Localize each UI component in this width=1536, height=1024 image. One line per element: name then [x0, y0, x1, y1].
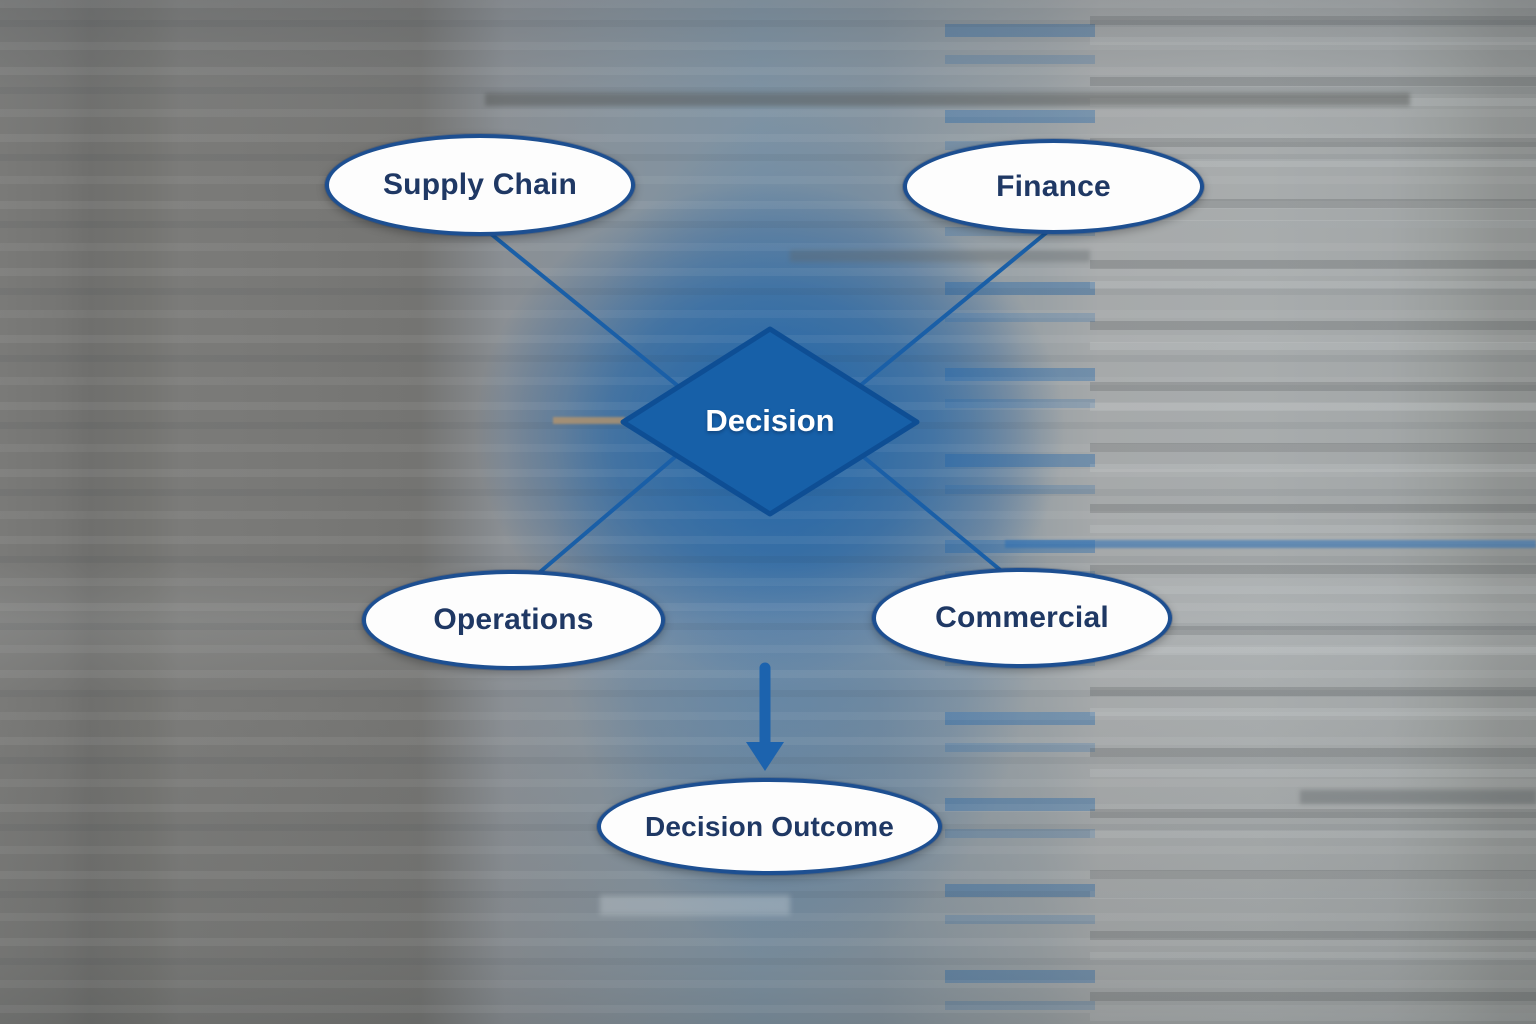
node-finance: Finance: [903, 139, 1204, 234]
node-decision-label: Decision: [705, 403, 835, 438]
connector-supply-chain-decision: [478, 223, 712, 414]
decision-diamond-shape: [620, 326, 920, 517]
connector-finance-decision: [826, 226, 1054, 414]
node-decision-outcome: Decision Outcome: [597, 778, 942, 875]
node-supply-chain: Supply Chain: [325, 134, 635, 236]
node-label: Decision Outcome: [644, 810, 895, 842]
node-label: Commercial: [935, 601, 1109, 634]
node-label: Supply Chain: [382, 168, 578, 201]
node-label: Operations: [433, 603, 594, 636]
connector-decision-operations: [531, 438, 697, 580]
connector-decision-commercial: [841, 438, 1012, 580]
outcome-arrow-head-icon: [746, 742, 784, 771]
node-commercial: Commercial: [872, 568, 1172, 668]
node-operations: Operations: [362, 570, 665, 670]
node-label: Finance: [996, 169, 1111, 203]
